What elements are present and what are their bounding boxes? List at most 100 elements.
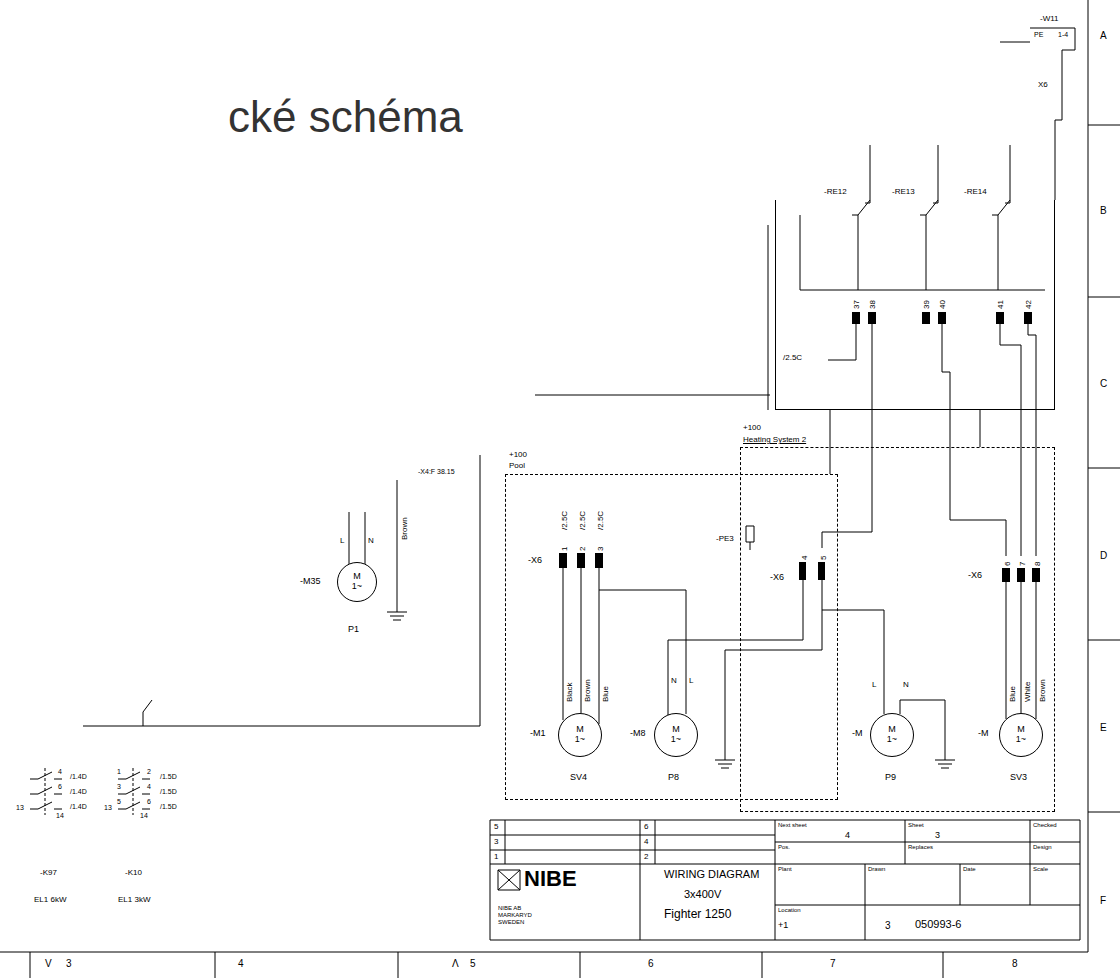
wire bbox=[828, 324, 856, 360]
wire bbox=[942, 324, 1006, 556]
component-label: White bbox=[1023, 682, 1032, 702]
module-heading: -RE12 bbox=[824, 188, 847, 197]
motor-circle-outline bbox=[338, 563, 377, 602]
wire bbox=[1000, 324, 1021, 556]
wire bbox=[83, 455, 480, 726]
motor-circle-outline bbox=[1000, 714, 1043, 757]
wire bbox=[349, 512, 365, 564]
contact-label: 5 bbox=[117, 798, 121, 806]
grid-reference: 3 bbox=[66, 958, 72, 970]
contact-label: -K97 bbox=[40, 868, 57, 877]
contact-label: 4 bbox=[58, 768, 62, 776]
grid-reference: E bbox=[1100, 722, 1107, 734]
component-label: -M8 bbox=[630, 728, 646, 738]
title-block-text: Checked bbox=[1033, 822, 1057, 829]
contact-label: /1.5D bbox=[160, 803, 177, 811]
contact-label: 1 bbox=[117, 768, 121, 776]
contact-label: /1.4D bbox=[70, 773, 87, 781]
component-label: -X6 bbox=[968, 570, 982, 580]
component-label: -X6 bbox=[770, 572, 784, 582]
component-label: -M bbox=[978, 728, 989, 738]
component-label: 5 bbox=[819, 556, 828, 560]
title-block-text: 4 bbox=[644, 837, 648, 846]
wire bbox=[822, 324, 872, 548]
grid-reference: V bbox=[45, 958, 52, 970]
title-block-grid bbox=[490, 820, 1080, 940]
motor-symbol: M 1~ bbox=[870, 713, 914, 757]
component-label: -X6 bbox=[528, 555, 542, 565]
component-label: P8 bbox=[668, 772, 679, 782]
contact-label: 14 bbox=[56, 812, 64, 820]
component-label: 3 bbox=[596, 547, 605, 551]
terminal-block bbox=[799, 562, 825, 580]
cable-label: PE bbox=[1034, 31, 1043, 39]
contact-label: /1.4D bbox=[70, 803, 87, 811]
contact-label: 13 bbox=[104, 804, 112, 812]
cable-label: 1-4 bbox=[1058, 31, 1068, 39]
contact-label: 4 bbox=[147, 783, 151, 791]
cable-label: X6 bbox=[1038, 80, 1048, 89]
title-block-text: Pos. bbox=[778, 844, 790, 851]
motor-text: M 1~ bbox=[350, 572, 364, 592]
contact-label: /1.5D bbox=[160, 788, 177, 796]
frame-tick bbox=[30, 125, 1120, 978]
contact-label: /1.5D bbox=[160, 773, 177, 781]
motor-circle-outline bbox=[559, 714, 602, 757]
cable-label: -W11 bbox=[1040, 14, 1059, 23]
contactor-symbol bbox=[118, 772, 150, 809]
component-label: 2 bbox=[578, 547, 587, 551]
contact-label: 6 bbox=[147, 798, 151, 806]
motor-symbol: M 1~ bbox=[337, 562, 377, 602]
grid-reference: 4 bbox=[238, 958, 244, 970]
component-label: Blue bbox=[1008, 686, 1017, 702]
motor-circle-outline bbox=[871, 714, 914, 757]
wire bbox=[668, 580, 803, 716]
wire bbox=[1028, 324, 1036, 556]
title-block-text: Location bbox=[778, 907, 801, 914]
terminal-number: 42 bbox=[1024, 300, 1033, 309]
component-label: -M35 bbox=[300, 576, 321, 586]
component-label: N bbox=[671, 676, 677, 685]
relay-group: -RE12-RE13-RE14 bbox=[775, 200, 1055, 410]
ground-symbol bbox=[935, 760, 955, 768]
title-block-text: WIRING DIAGRAM bbox=[664, 868, 759, 881]
contact-label: EL1 6kW bbox=[34, 895, 66, 904]
motor-text: M 1~ bbox=[1014, 725, 1028, 745]
grid-reference: C bbox=[1100, 378, 1107, 390]
component-label: L bbox=[872, 680, 876, 689]
relay-contact bbox=[992, 145, 1010, 290]
relay-contact bbox=[920, 145, 938, 290]
component-label: 7 bbox=[1018, 562, 1027, 566]
component-label: /2.5C bbox=[560, 511, 569, 530]
component-label: N bbox=[903, 680, 909, 689]
motor-text: M 1~ bbox=[669, 725, 683, 745]
grid-reference: 5 bbox=[470, 958, 476, 970]
module-heading: Pool bbox=[509, 462, 525, 471]
terminal-number: 37 bbox=[852, 300, 861, 309]
component-label: P1 bbox=[348, 624, 359, 634]
title-block-text: NIBE bbox=[524, 866, 577, 891]
component-label: SV4 bbox=[570, 772, 587, 782]
title-block-text: Next sheet bbox=[778, 822, 807, 829]
motor-text: M 1~ bbox=[573, 725, 587, 745]
title-block-text: 1 bbox=[494, 852, 498, 861]
title-block-text: 2 bbox=[644, 852, 648, 861]
motor-circle-outline bbox=[655, 714, 698, 757]
title-block-text: 6 bbox=[644, 822, 648, 831]
title-block-text: Replaces bbox=[908, 844, 933, 851]
earth-symbol bbox=[746, 526, 754, 550]
grid-reference: 8 bbox=[1012, 958, 1018, 970]
title-block-text: Date bbox=[963, 866, 976, 873]
title-block-text: Sheet bbox=[908, 822, 924, 829]
title-block-text: Plant bbox=[778, 866, 792, 873]
component-label: 1 bbox=[560, 547, 569, 551]
component-label: 6 bbox=[1003, 562, 1012, 566]
title-block-text: 050993-6 bbox=[915, 918, 962, 931]
contact-label: -K10 bbox=[125, 868, 142, 877]
wire bbox=[535, 395, 770, 396]
title-block-text: 4 bbox=[845, 830, 850, 840]
contact-label: 14 bbox=[140, 812, 148, 820]
relay-wiring bbox=[768, 215, 1045, 410]
component-label: P9 bbox=[885, 772, 896, 782]
